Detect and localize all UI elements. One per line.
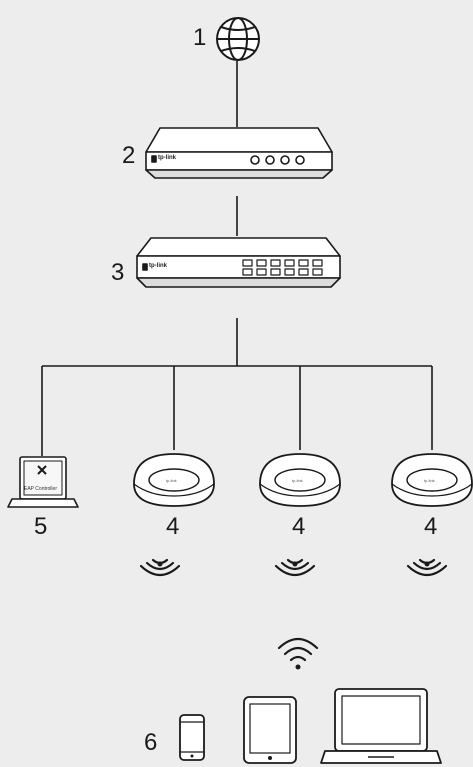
- access-point-middle-brand: tp-link: [292, 478, 303, 483]
- router-brand-text: tp-link: [158, 155, 176, 161]
- access-point-left-label: 4: [166, 513, 180, 540]
- laptop-client-icon: [320, 688, 442, 764]
- controller-laptop-icon: [7, 456, 79, 508]
- access-point-middle-icon: [259, 453, 341, 507]
- wifi-signal-icon-right: [406, 558, 448, 577]
- router-icon: [145, 127, 333, 179]
- globe-icon: [216, 17, 260, 61]
- access-point-right-label: 4: [424, 513, 438, 540]
- access-point-left-brand: tp-link: [166, 478, 177, 483]
- wifi-signal-icon-middle: [274, 558, 316, 577]
- controller-screen-text: EAP Controller: [24, 486, 57, 492]
- wifi-signal-icon-clients: [277, 637, 319, 670]
- switch-brand-text: tp-link: [149, 263, 167, 269]
- tablet-icon: [243, 696, 297, 764]
- smartphone-icon: [179, 714, 205, 761]
- connection-lines: [41, 60, 433, 456]
- wifi-signal-icon-left: [139, 558, 181, 577]
- clients-label: 6: [144, 729, 158, 756]
- switch-icon: [136, 237, 341, 288]
- access-point-left-icon: [133, 453, 215, 507]
- access-point-right-icon: [391, 453, 473, 507]
- access-point-right-brand: tp-link: [424, 478, 435, 483]
- router-label: 2: [122, 142, 136, 169]
- switch-label: 3: [111, 259, 125, 286]
- controller-laptop-label: 5: [34, 513, 48, 540]
- access-point-middle-label: 4: [292, 513, 306, 540]
- internet-label: 1: [193, 24, 207, 51]
